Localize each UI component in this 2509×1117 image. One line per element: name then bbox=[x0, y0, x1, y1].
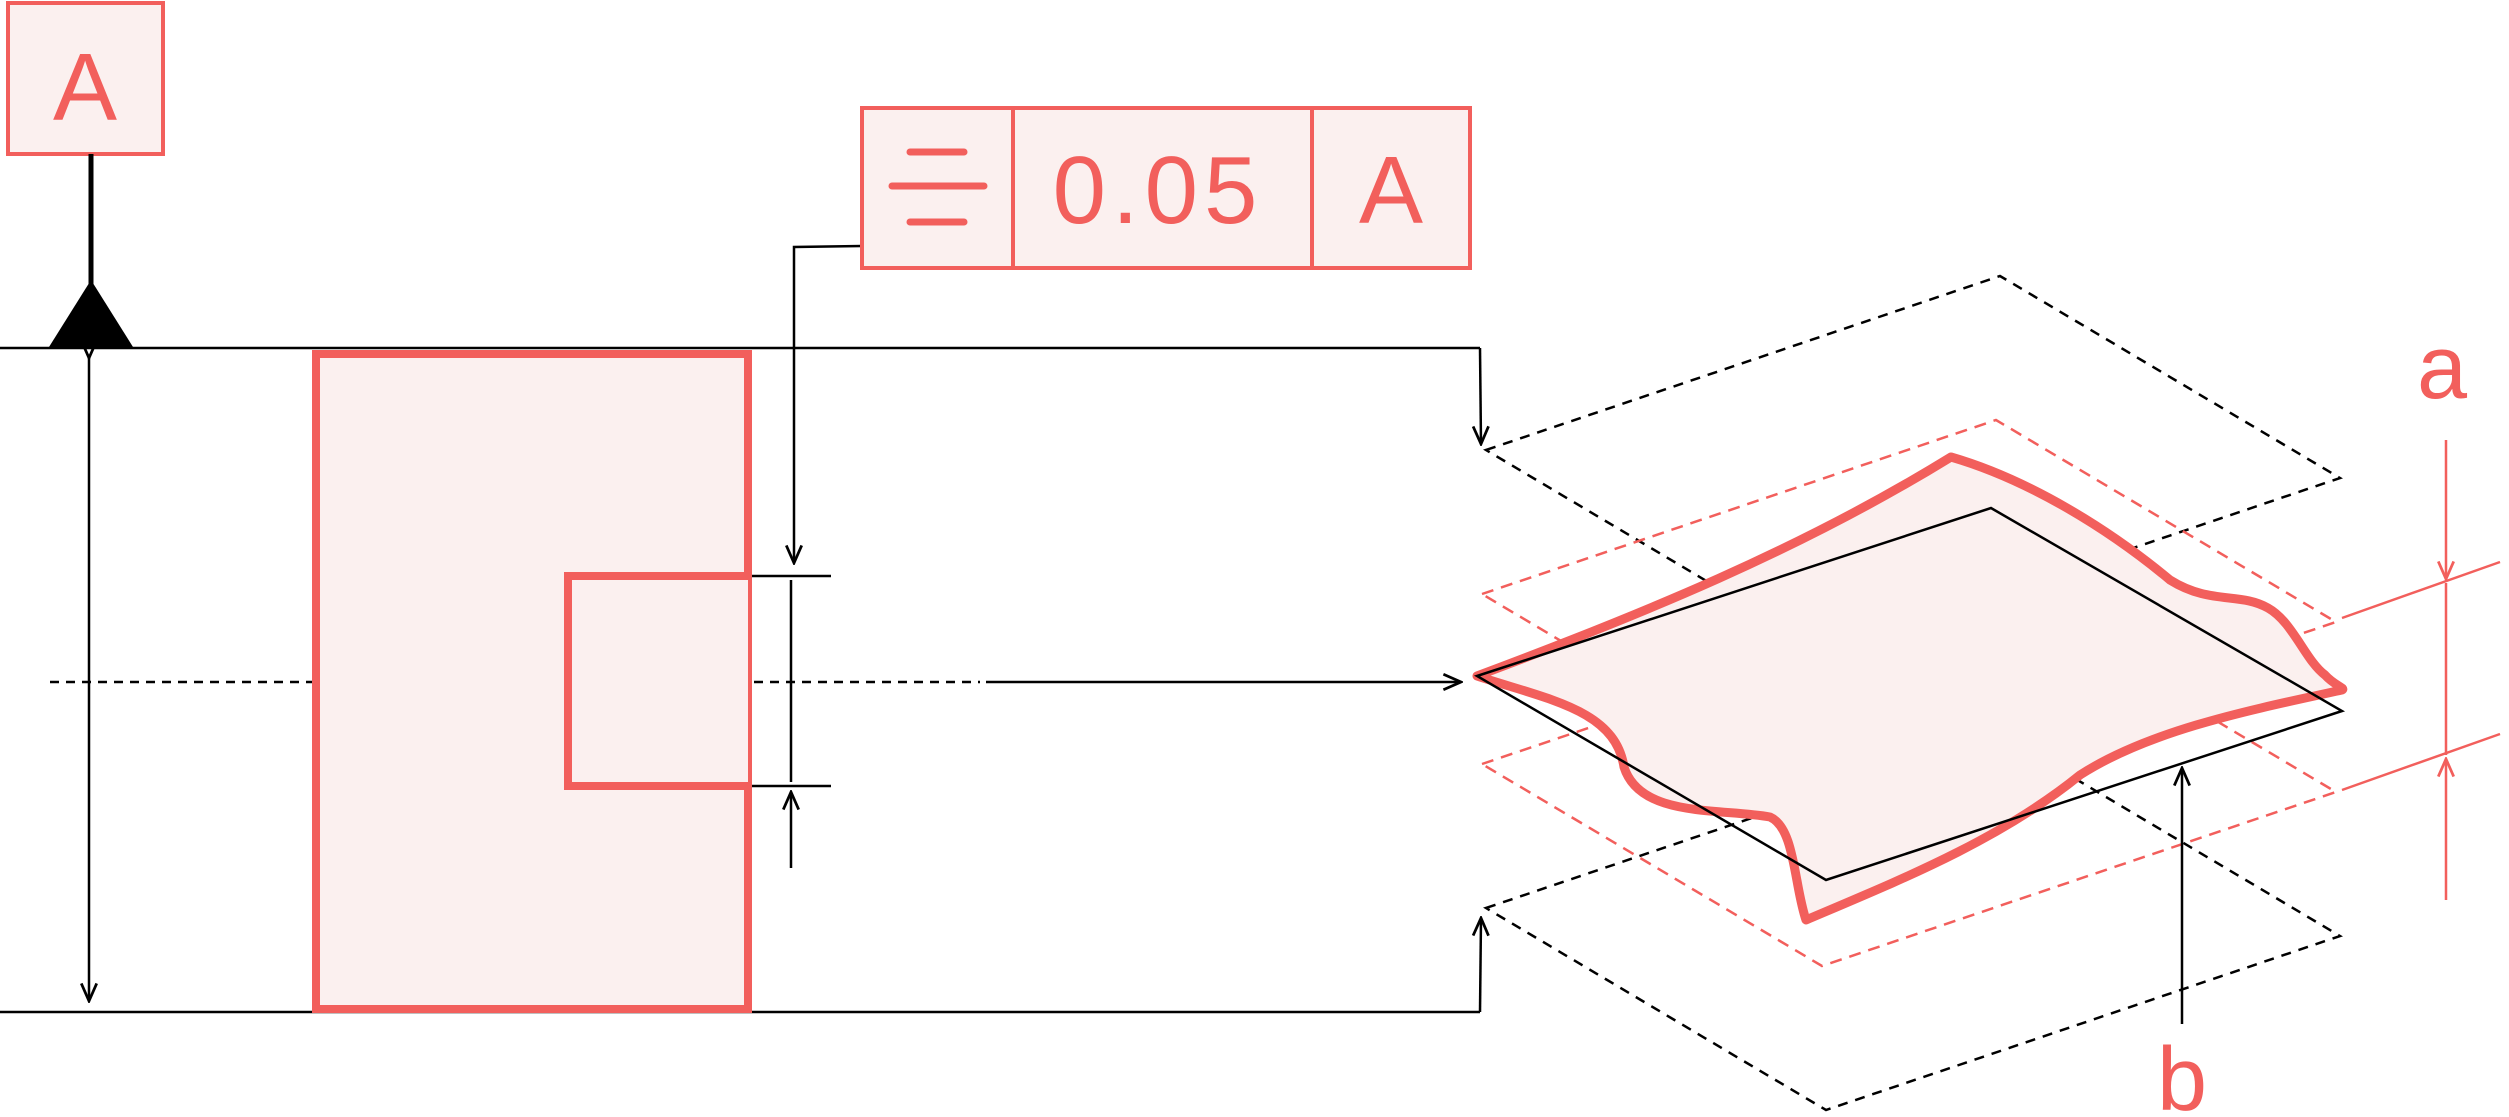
datum-feature-symbol: A bbox=[6, 1, 165, 347]
part-cross-section bbox=[312, 350, 752, 1013]
callout-b: b bbox=[2157, 768, 2207, 1117]
callout-b-label: b bbox=[2157, 1030, 2207, 1117]
fcf-tolerance-value: 0.05 bbox=[1053, 137, 1264, 244]
actual-median-surface bbox=[1472, 452, 2348, 925]
callout-a-label: a bbox=[2417, 318, 2468, 418]
slot-feature bbox=[564, 572, 748, 790]
datum-letter: A bbox=[53, 34, 117, 141]
bottom-projection-leader bbox=[1480, 918, 1481, 1013]
slot-width-dimension bbox=[752, 574, 831, 868]
datum-upper-boundary-plane bbox=[1483, 274, 2343, 654]
theoretical-center-plane bbox=[1473, 506, 2346, 882]
datum-triangle bbox=[49, 280, 133, 347]
symmetry-icon bbox=[888, 148, 988, 226]
fcf-leader bbox=[794, 244, 863, 563]
datum-letter-box bbox=[6, 1, 165, 156]
tolerance-zone-upper-plane bbox=[1479, 418, 2339, 798]
zone-extension-upper bbox=[2341, 560, 2501, 620]
fcf-datum-reference: A bbox=[1359, 137, 1423, 244]
top-projection-leader bbox=[1480, 347, 1481, 444]
feature-control-frame: 0.05 A bbox=[860, 106, 1472, 270]
zone-width-indicator-a: a bbox=[2341, 318, 2501, 900]
zone-extension-lower bbox=[2341, 732, 2501, 792]
